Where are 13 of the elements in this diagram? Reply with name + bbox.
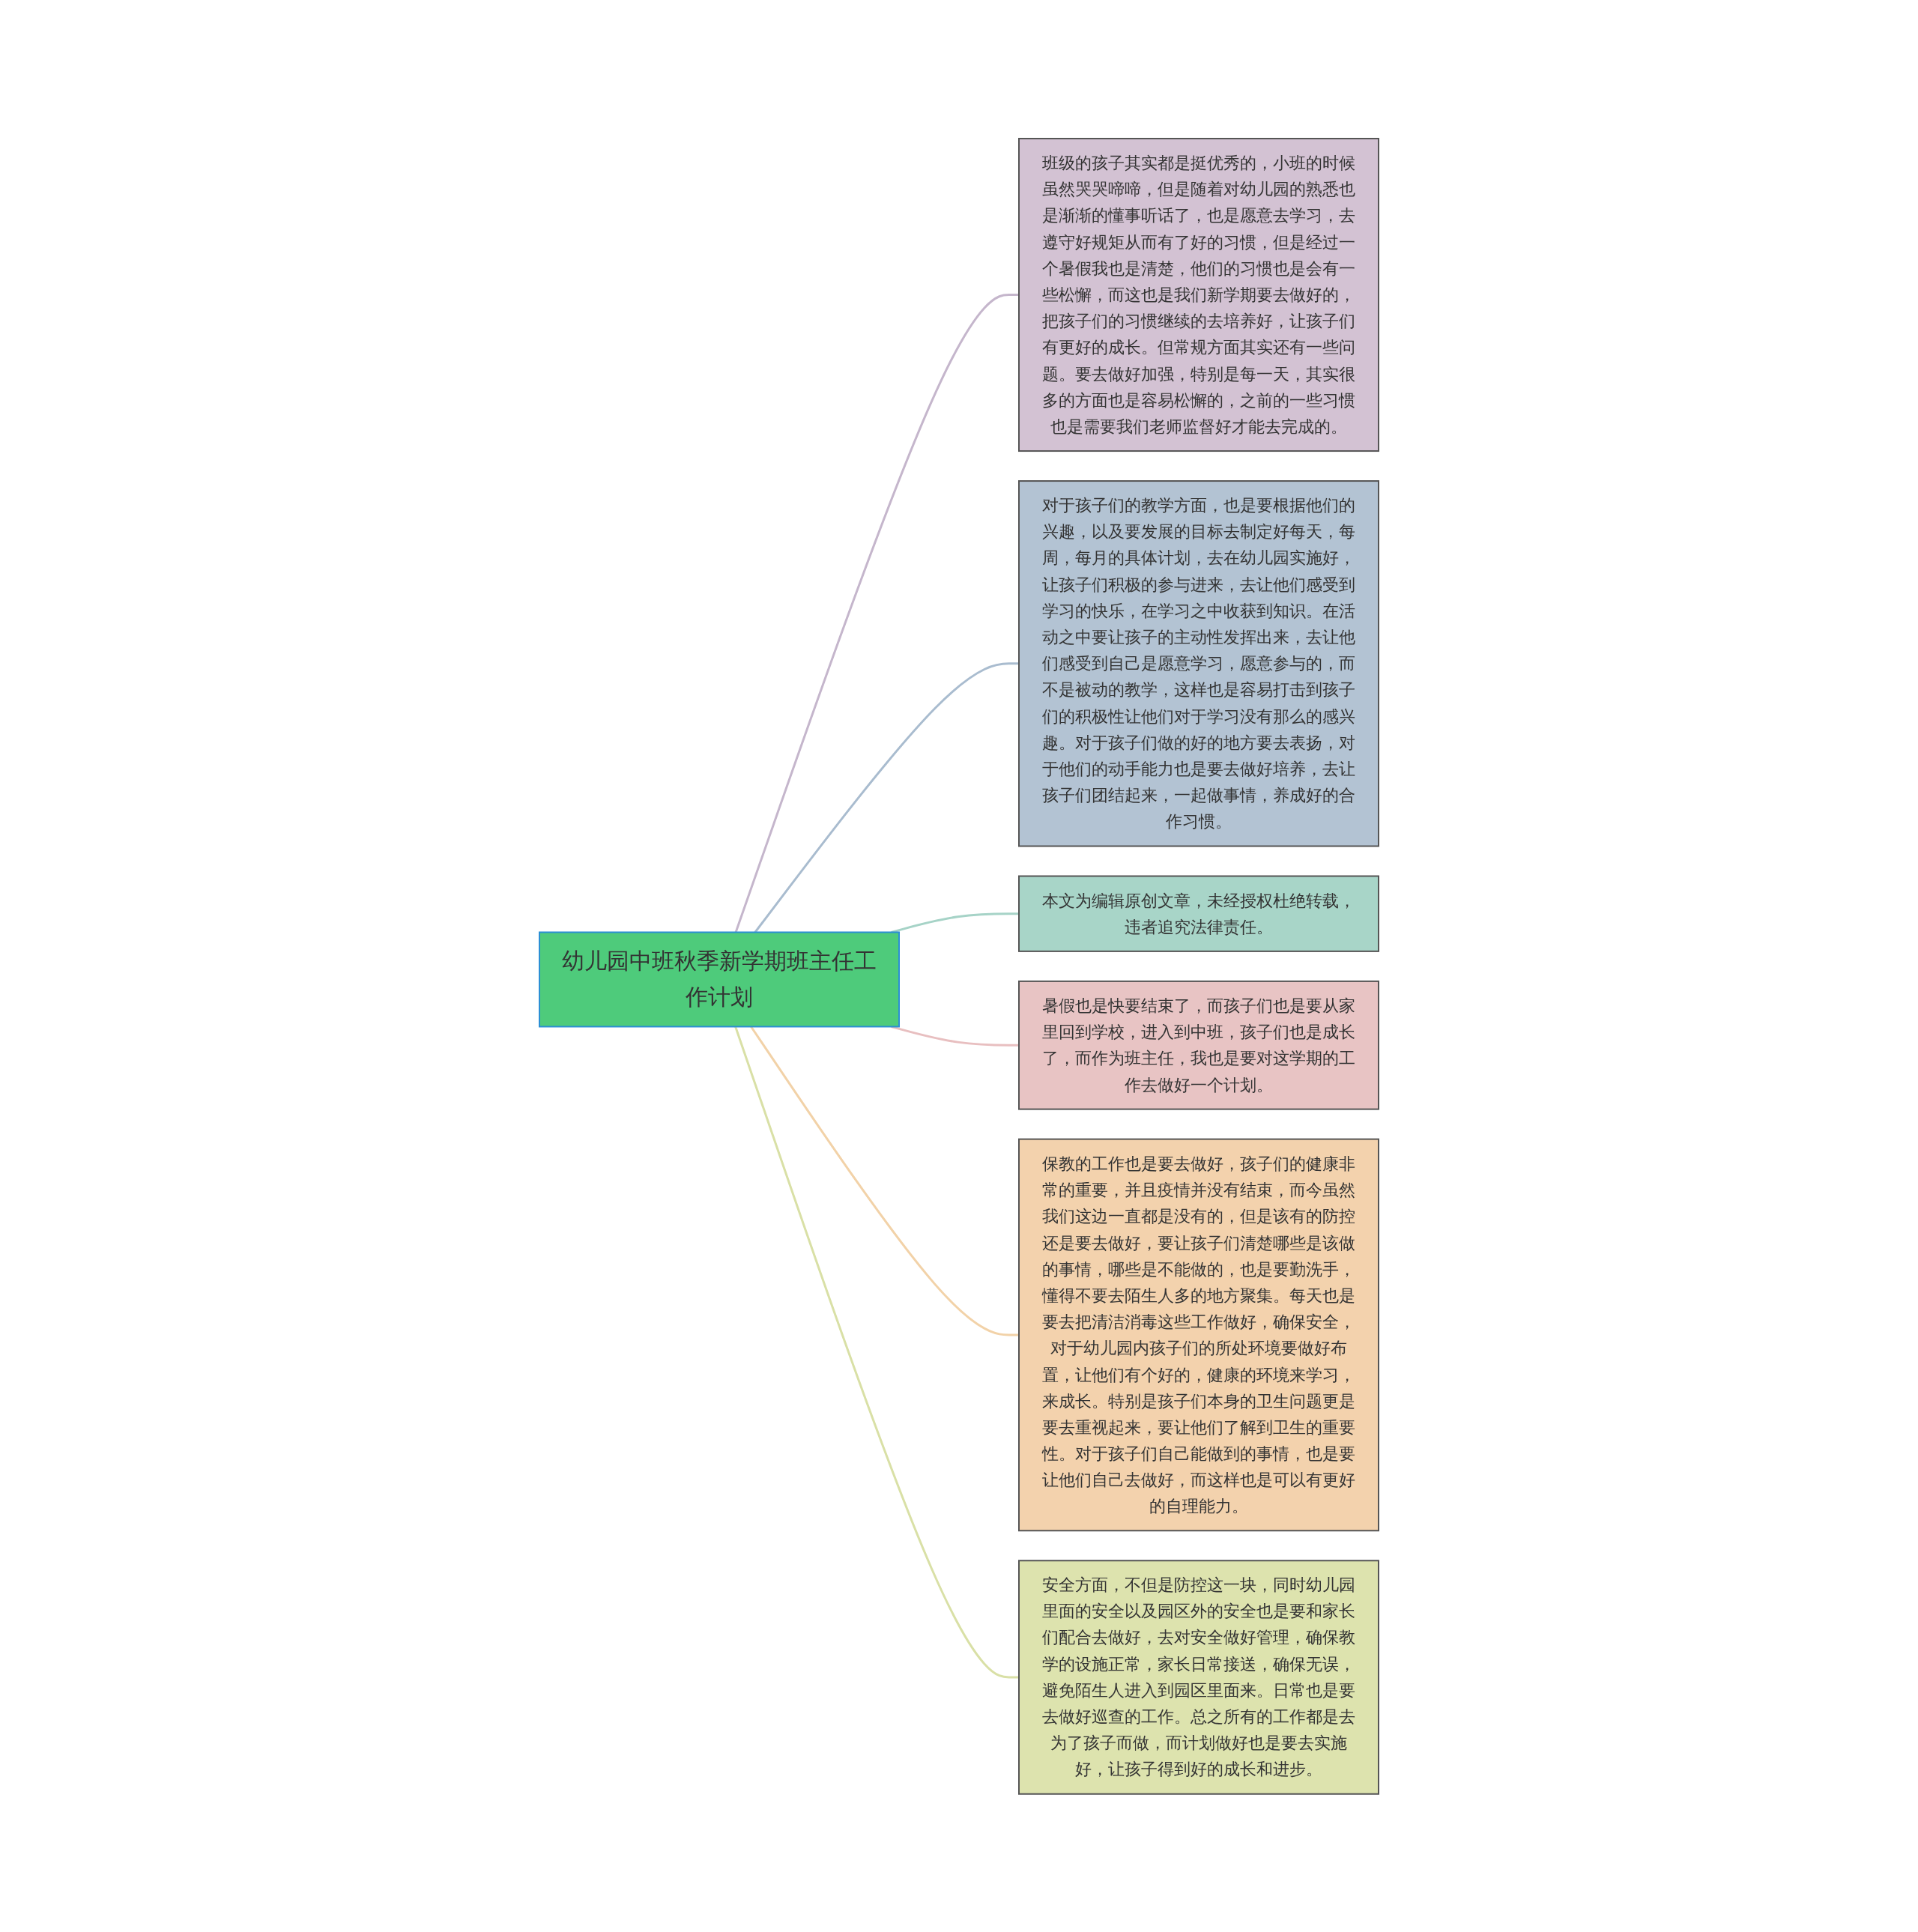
node-box: 暑假也是快要结束了，而孩子们也是要从家里回到学校，进入到中班，孩子们也是成长了，而作为班主任，我也是要对这学期的工作去做好一个计划。 — [1018, 980, 1379, 1110]
node-box: 对于孩子们的教学方面，也是要根据他们的兴趣，以及要发展的目标去制定好每天，每周，每月的具体计划，去在幼儿园实施好，让孩子们积极的参与进来，去让他们感受到学习的快乐，在学习之中收获到知识。在活动之中要让孩子的主动性发挥出来，去让他们感受到自己是愿意学习，愿意参与的，而不是被动的教学，这样也是容易打击到孩子们的积极性让他们对于学习没有那么的感兴趣。对于孩子们做的好的地方要去表扬，对于他们的动手能力也是要去做好培养，去让孩子们团结起来，一起做事情，养成好的合作习惯。 — [1018, 479, 1379, 847]
connector — [734, 293, 1019, 933]
connector — [891, 1025, 1019, 1047]
node-box: 班级的孩子其实都是挺优秀的，小班的时候虽然哭哭啼啼，但是随着对幼儿园的熟悉也是渐渐的懂事听话了，也是愿意去学习，去遵守好规矩从而有了好的习惯，但是经过一个暑假我也是清楚，他们的习惯也是会有一些松懈，而这也是我们新学期要去做好的，把孩子们的习惯继续的去培养好，让孩子们有更好的成长。但常规方面其实还有一些问题。要去做好加强，特别是每一天，其实很多的方面也是容易松懈的，之前的一些习惯也是需要我们老师监督好才能去完成的。 — [1018, 137, 1379, 452]
node-box: 幼儿园中班秋季新学期班主任工作计划 — [539, 931, 900, 1028]
connector — [754, 661, 1019, 933]
node-box: 安全方面，不但是防控这一块，同时幼儿园里面的安全以及园区外的安全也是要和家长们配合去做好，去对安全做好管理，确保教学的设施正常，家长日常接送，确保无误，避免陌生人进入到园区里面来。日常也是要去做好巡查的工作。总之所有的工作都是去为了孩子而做，而计划做好也是要去实施好，让孩子得到好的成长和进步。 — [1018, 1559, 1379, 1795]
connector — [750, 1026, 1019, 1336]
node-box: 本文为编辑原创文章，未经授权杜绝转载，违者追究法律责任。 — [1018, 875, 1379, 952]
connector — [734, 1026, 1019, 1679]
node-box: 保教的工作也是要去做好，孩子们的健康非常的重要，并且疫情并没有结束，而今虽然我们这边一直都是没有的，但是该有的防控还是要去做好，要让孩子们清楚哪些是该做的事情，哪些是不能做的，也是要勤洗手，懂得不要去陌生人多的地方聚集。每天也是要去把清洁消毒这些工作做好，确保安全，对于幼儿园内孩子们的所处环境要做好布置，让他们有个好的，健康的环境来学习，来成长。特别是孩子们本身的卫生问题更是要去重视起来，要让他们了解到卫生的重要性。对于孩子们自己能做到的事情，也是要让他们自己去做好，而这样也是可以有更好的自理能力。 — [1018, 1138, 1379, 1531]
connector — [891, 912, 1019, 933]
